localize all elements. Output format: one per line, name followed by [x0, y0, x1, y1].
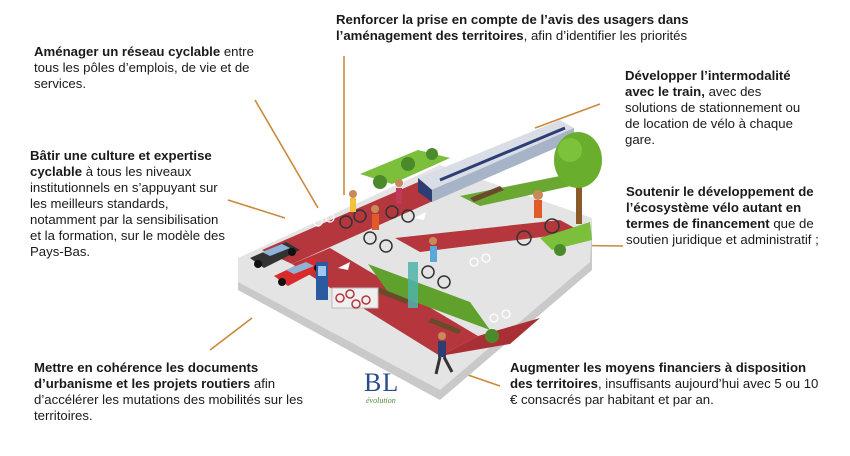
pedestrian-icon: [434, 332, 454, 375]
caption-top-center: Renforcer la prise en compte de l’avis d…: [336, 12, 689, 43]
bushes: [373, 148, 566, 343]
path-arrows: [338, 212, 426, 270]
caption-mid-left: Bâtir une culture et expertise cyclable …: [30, 148, 225, 259]
grass-hedge: [368, 264, 490, 330]
caption-top-right: Développer l’intermodalité avec le train…: [625, 68, 801, 147]
bike-path-diagonal: [292, 248, 478, 356]
cyclist-5: [516, 190, 560, 246]
benches: [376, 186, 504, 334]
bike-station-icon: [316, 262, 379, 309]
cyclists: [339, 179, 560, 289]
bike-path-right: [395, 220, 582, 252]
cyclist-4: [421, 237, 451, 289]
logo-subtitle: évolution: [366, 396, 396, 405]
leader-bottom-right: [467, 374, 501, 387]
leader-bottom-left: [209, 317, 253, 351]
cyclist-2: [363, 205, 393, 253]
caption-mid-right: Soutenir le développement de l’écosystèm…: [626, 184, 819, 247]
cyclist-3: [385, 179, 415, 223]
grass-corner: [540, 222, 592, 250]
grass-right: [460, 176, 580, 206]
train: [418, 120, 574, 202]
logo-letters: BL: [364, 368, 400, 397]
caption-bottom-right: Augmenter les moyens financiers à dispos…: [510, 360, 819, 407]
lane-markings: [313, 213, 511, 323]
leader-mid-left: [227, 199, 286, 219]
cyclist-1: [339, 190, 367, 229]
leader-top-left: [254, 99, 319, 209]
caption-bottom-left: Mettre en cohérence les documents d’urba…: [34, 360, 303, 423]
caption-top-left: Aménager un réseau cyclable entre tous l…: [34, 44, 254, 91]
car-black: [250, 242, 300, 268]
bike-path-main: [262, 176, 462, 264]
parked-bikes: [335, 289, 371, 309]
info-totem: [408, 262, 418, 308]
tree-icon: [554, 132, 602, 224]
leader-top-right: [534, 103, 601, 129]
